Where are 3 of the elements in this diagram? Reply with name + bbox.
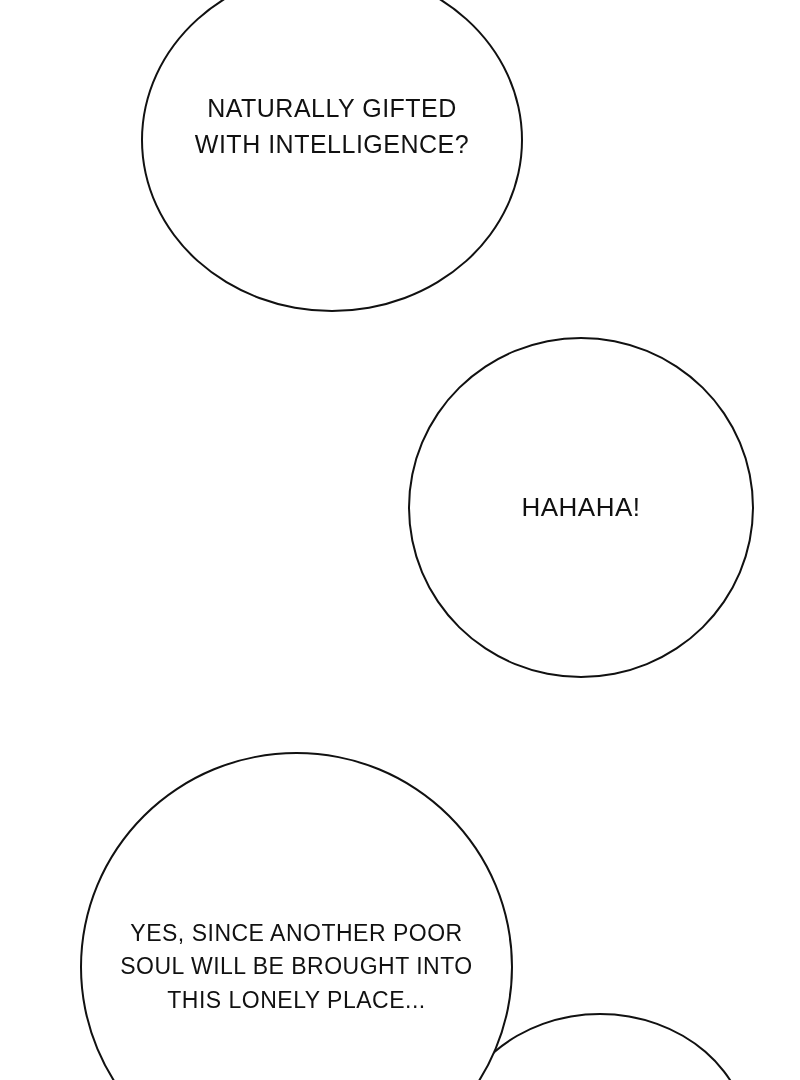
speech-text: YES, SINCE ANOTHER POOR SOUL WILL BE BROUGHT INTO THIS LONELY PLACE... (119, 919, 474, 1015)
speech-text: NATURALLY GIFTED WITH INTELLIGENCE? (193, 92, 471, 160)
speech-text: HAHAHA! (520, 490, 642, 524)
